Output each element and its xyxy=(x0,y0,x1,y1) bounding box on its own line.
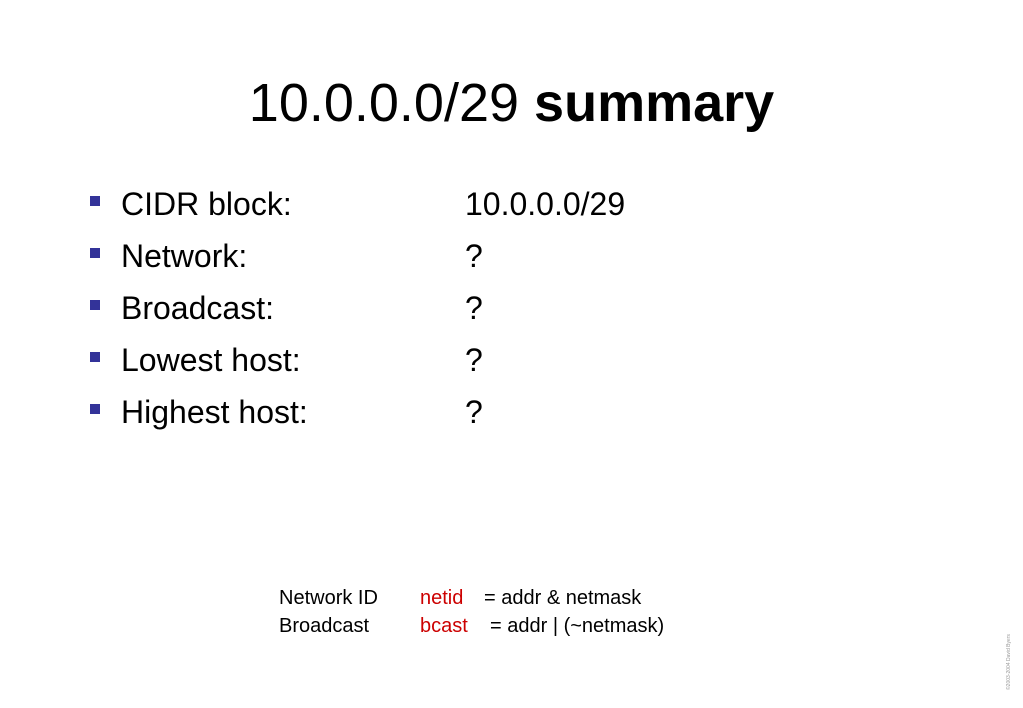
square-bullet-icon xyxy=(90,404,100,414)
bullet-value: ? xyxy=(465,290,483,326)
slide-title: 10.0.0.0/29 summary xyxy=(0,68,1023,138)
formula-expression: = addr | (~netmask) xyxy=(490,615,665,637)
formula-variable: bcast xyxy=(420,615,468,637)
formula-variable: netid xyxy=(420,587,464,609)
square-bullet-icon xyxy=(90,248,100,258)
bullet-value: ? xyxy=(465,238,483,274)
square-bullet-icon xyxy=(90,196,100,206)
title-plain: 10.0.0.0/29 xyxy=(248,73,535,133)
bullet-label: Highest host: xyxy=(121,394,308,430)
formula-name: Broadcast xyxy=(279,615,370,637)
bullet-label: Network: xyxy=(121,238,248,274)
formula-expression: = addr & netmask xyxy=(484,587,642,609)
bullet-value: ? xyxy=(465,394,483,430)
bullet-value: 10.0.0.0/29 xyxy=(465,186,626,222)
bullet-value: ? xyxy=(465,342,483,378)
bullet-label: CIDR block: xyxy=(121,186,292,222)
formula-name: Network ID xyxy=(279,587,378,609)
square-bullet-icon xyxy=(90,352,100,362)
square-bullet-icon xyxy=(90,300,100,310)
copyright-notice: ©2003-2004 David Byers xyxy=(1006,634,1012,690)
bullet-label: Broadcast: xyxy=(121,290,274,326)
bullet-label: Lowest host: xyxy=(121,342,301,378)
title-bold: summary xyxy=(534,73,775,133)
